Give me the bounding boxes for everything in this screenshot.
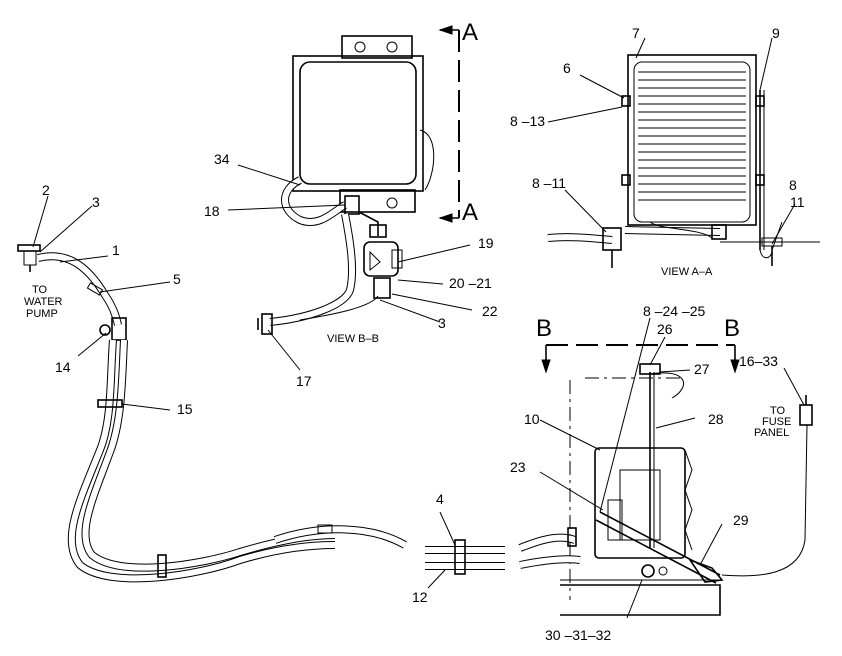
section-a-marker: A A bbox=[438, 19, 478, 226]
notes: TO WATER PUMP TO FUSE PANEL bbox=[24, 284, 791, 439]
callout-20-21: 20 –21 bbox=[449, 275, 492, 291]
callout-17: 17 bbox=[296, 373, 312, 389]
note-to-fuse-panel-1: TO bbox=[770, 405, 786, 417]
callout-4: 4 bbox=[436, 491, 444, 507]
view-aa-title: VIEW A–A bbox=[661, 266, 713, 278]
note-to-water-pump-2: WATER bbox=[24, 296, 63, 308]
callout-3a: 3 bbox=[92, 194, 100, 210]
leader-lines bbox=[32, 37, 805, 619]
callout-8-24-25: 8 –24 –25 bbox=[643, 303, 705, 319]
callout-10: 10 bbox=[524, 411, 540, 427]
callout-15: 15 bbox=[177, 401, 193, 417]
view-aa-assembly bbox=[547, 54, 820, 268]
callout-26: 26 bbox=[657, 321, 673, 337]
callout-7: 7 bbox=[632, 25, 640, 41]
hose-clamp-4-12 bbox=[425, 539, 505, 575]
callout-9: 9 bbox=[772, 25, 780, 41]
bracket-14 bbox=[111, 317, 127, 341]
left-hose-assembly bbox=[17, 244, 407, 583]
canister-body bbox=[292, 55, 424, 192]
callout-8-13: 8 –13 bbox=[510, 113, 545, 129]
callout-6: 6 bbox=[563, 60, 571, 76]
section-a-top: A bbox=[462, 19, 478, 46]
callout-19: 19 bbox=[478, 235, 494, 251]
callout-labels: 1 2 3 5 14 15 4 12 34 18 19 20 –21 22 3 … bbox=[42, 25, 805, 643]
callout-2: 2 bbox=[42, 182, 50, 198]
view-bb-assembly bbox=[257, 35, 435, 335]
callout-34: 34 bbox=[214, 151, 230, 167]
callout-5: 5 bbox=[173, 271, 181, 287]
callout-8-11: 8 –11 bbox=[532, 175, 566, 191]
note-to-fuse-panel-2: FUSE bbox=[762, 416, 791, 428]
callout-8: 8 bbox=[789, 177, 797, 193]
engine-mount-assembly bbox=[518, 363, 813, 616]
note-to-fuse-panel-3: PANEL bbox=[754, 427, 789, 439]
callout-12: 12 bbox=[412, 589, 428, 605]
callout-30-31-32: 30 –31–32 bbox=[545, 627, 611, 643]
section-b-marker: B B bbox=[536, 315, 740, 374]
note-to-water-pump-3: PUMP bbox=[26, 308, 58, 320]
valve-19 bbox=[363, 241, 399, 277]
callout-18: 18 bbox=[204, 203, 220, 219]
callout-23: 23 bbox=[510, 459, 526, 475]
callout-27: 27 bbox=[694, 361, 710, 377]
callout-14: 14 bbox=[55, 359, 71, 375]
note-to-water-pump-1: TO bbox=[32, 284, 48, 296]
callout-22: 22 bbox=[482, 303, 498, 319]
callout-1: 1 bbox=[112, 242, 120, 258]
view-titles: VIEW A–A VIEW B–B bbox=[327, 266, 713, 345]
canister-side bbox=[627, 54, 757, 226]
callout-16-33: 16–33 bbox=[739, 353, 778, 369]
canister-10 bbox=[594, 447, 686, 559]
callout-3b: 3 bbox=[438, 315, 446, 331]
callout-28: 28 bbox=[708, 411, 724, 427]
callout-29: 29 bbox=[733, 512, 749, 528]
section-b-left: B bbox=[536, 315, 552, 342]
view-bb-title: VIEW B–B bbox=[327, 333, 379, 345]
section-a-bottom: A bbox=[462, 199, 478, 226]
callout-11: 11 bbox=[790, 194, 805, 210]
section-b-right: B bbox=[724, 315, 740, 342]
pump-fitting bbox=[17, 244, 41, 252]
